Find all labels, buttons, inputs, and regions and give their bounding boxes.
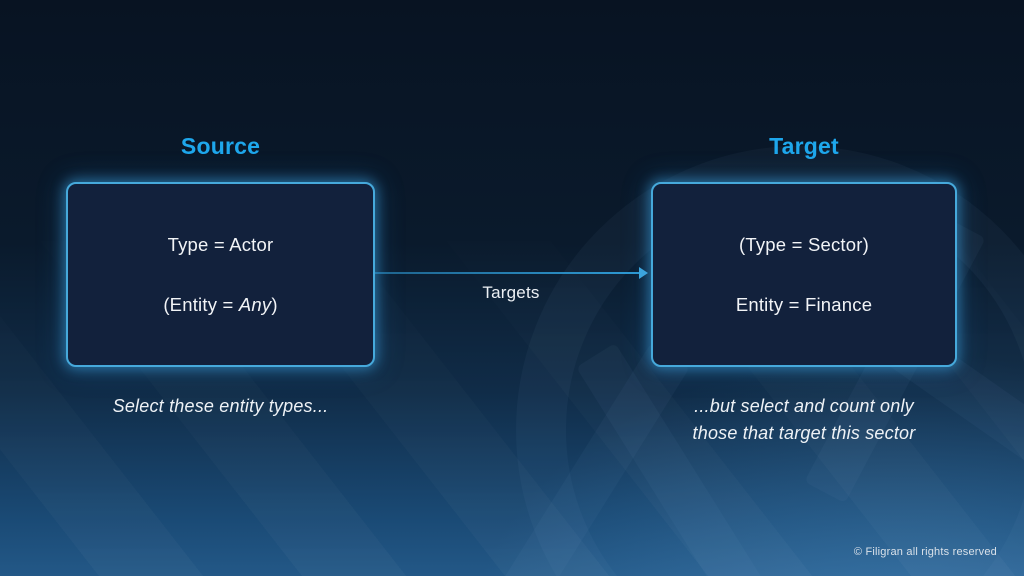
target-entity-line: Entity = Finance: [735, 293, 873, 315]
copyright-notice: © Filigran all rights reserved: [853, 546, 997, 558]
target-caption: ...but select and count only those that …: [611, 393, 997, 447]
source-entity-prefix: (Entity =: [163, 293, 239, 315]
target-node-box: (Type = Sector) Entity = Finance: [651, 182, 957, 367]
target-caption-line2: those that target this sector: [692, 423, 916, 443]
source-entity-suffix: ): [271, 293, 278, 315]
source-entity-line: (Entity = Any): [163, 294, 277, 316]
target-caption-line1: ...but select and count only: [694, 396, 914, 416]
source-caption: Select these entity types...: [112, 396, 329, 416]
targets-arrow-label: Targets: [482, 283, 540, 302]
source-node-box: Type = Actor (Entity = Any): [66, 182, 375, 367]
source-entity-value: Any: [238, 293, 272, 315]
target-title: Target: [769, 133, 839, 159]
targets-arrow: [375, 267, 648, 279]
source-title: Source: [180, 133, 261, 159]
target-type-line: (Type = Sector): [739, 233, 869, 255]
source-type-line: Type = Actor: [167, 233, 274, 255]
